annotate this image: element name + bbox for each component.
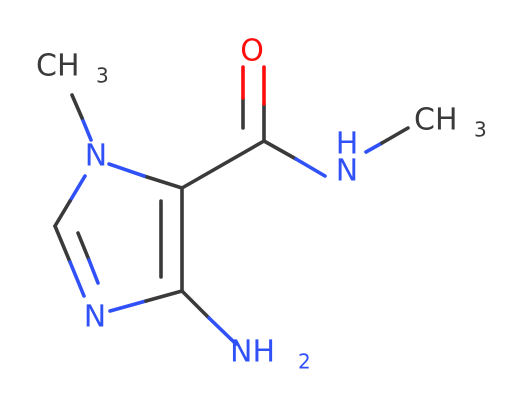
bond-c2-n3-n (68, 260, 86, 298)
bond-n1-c2-n (68, 174, 87, 203)
bond-c4-nh2-c (180, 289, 211, 320)
bond-c5-n1-n (107, 162, 146, 178)
bond-c2-n3-inner-c (76, 231, 91, 262)
atom-labels: O H N CH 3 CH 3 N N NH 2 (36, 34, 487, 374)
bond-namide-ch3-c (380, 126, 410, 145)
bond-c2-n3-c (53, 224, 72, 264)
bond-n3-c4-n (108, 299, 148, 313)
atom-ring-n1: N (85, 139, 107, 174)
bond-namide-ch3-n (364, 141, 384, 154)
atom-n1-methyl-sub: 3 (96, 64, 109, 88)
bond-c-namide-c (262, 139, 298, 161)
atom-amide-h: H (336, 127, 359, 162)
atom-amide-n: N (336, 154, 358, 189)
atom-amide-methyl: CH (414, 103, 458, 138)
bond-c5-n1-c (142, 174, 184, 190)
bond-n3-c4-c (144, 289, 184, 303)
bond-c5-carbonyl (180, 139, 266, 190)
atom-oxygen: O (240, 34, 264, 69)
bond-n1-ch3-c (70, 93, 84, 120)
bond-n1-c2-c (53, 199, 72, 228)
bond-c4-nh2-n (207, 316, 238, 346)
atom-ring-n3: N (84, 300, 106, 335)
bond-c2-n3-inner-n (87, 258, 100, 285)
bond-c-namide-n (294, 157, 327, 178)
atom-amide-methyl-sub: 3 (474, 118, 487, 142)
atom-amino: NH (230, 335, 275, 370)
bond-n1-ch3-n (80, 116, 93, 142)
atom-n1-methyl: CH (36, 49, 80, 84)
atom-amino-sub: 2 (298, 350, 311, 374)
bonds (53, 65, 410, 346)
